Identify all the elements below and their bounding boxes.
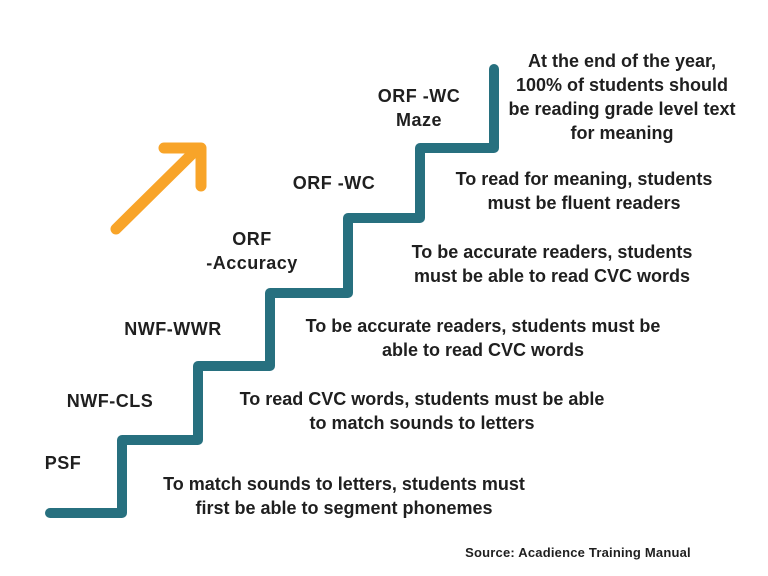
step-label-nwf-wwr: NWF-WWR	[124, 319, 222, 339]
step-label-orf-wc: ORF -WC	[292, 173, 376, 193]
source-attribution: Source: Acadience Training Manual	[465, 545, 691, 560]
step-description-nwf-wwr: To be accurate readers, students must be…	[305, 316, 661, 360]
step-description-orf-accuracy: To be accurate readers, students must be…	[411, 242, 693, 286]
step-label-orf-accuracy: ORF -Accuracy	[206, 229, 298, 273]
step-description-orf-wc-maze: At the end of the year, 100% of students…	[508, 51, 736, 143]
step-description-orf-wc: To read for meaning, students must be fl…	[455, 169, 713, 213]
step-label-psf: PSF	[44, 453, 82, 473]
step-description-psf: To match sounds to letters, students mus…	[163, 474, 525, 518]
step-description-nwf-cls: To read CVC words, students must be able…	[239, 389, 605, 433]
step-label-nwf-cls: NWF-CLS	[66, 391, 154, 411]
step-label-orf-wc-maze: ORF -WC Maze	[377, 86, 461, 130]
growth-arrow-icon	[110, 142, 207, 235]
